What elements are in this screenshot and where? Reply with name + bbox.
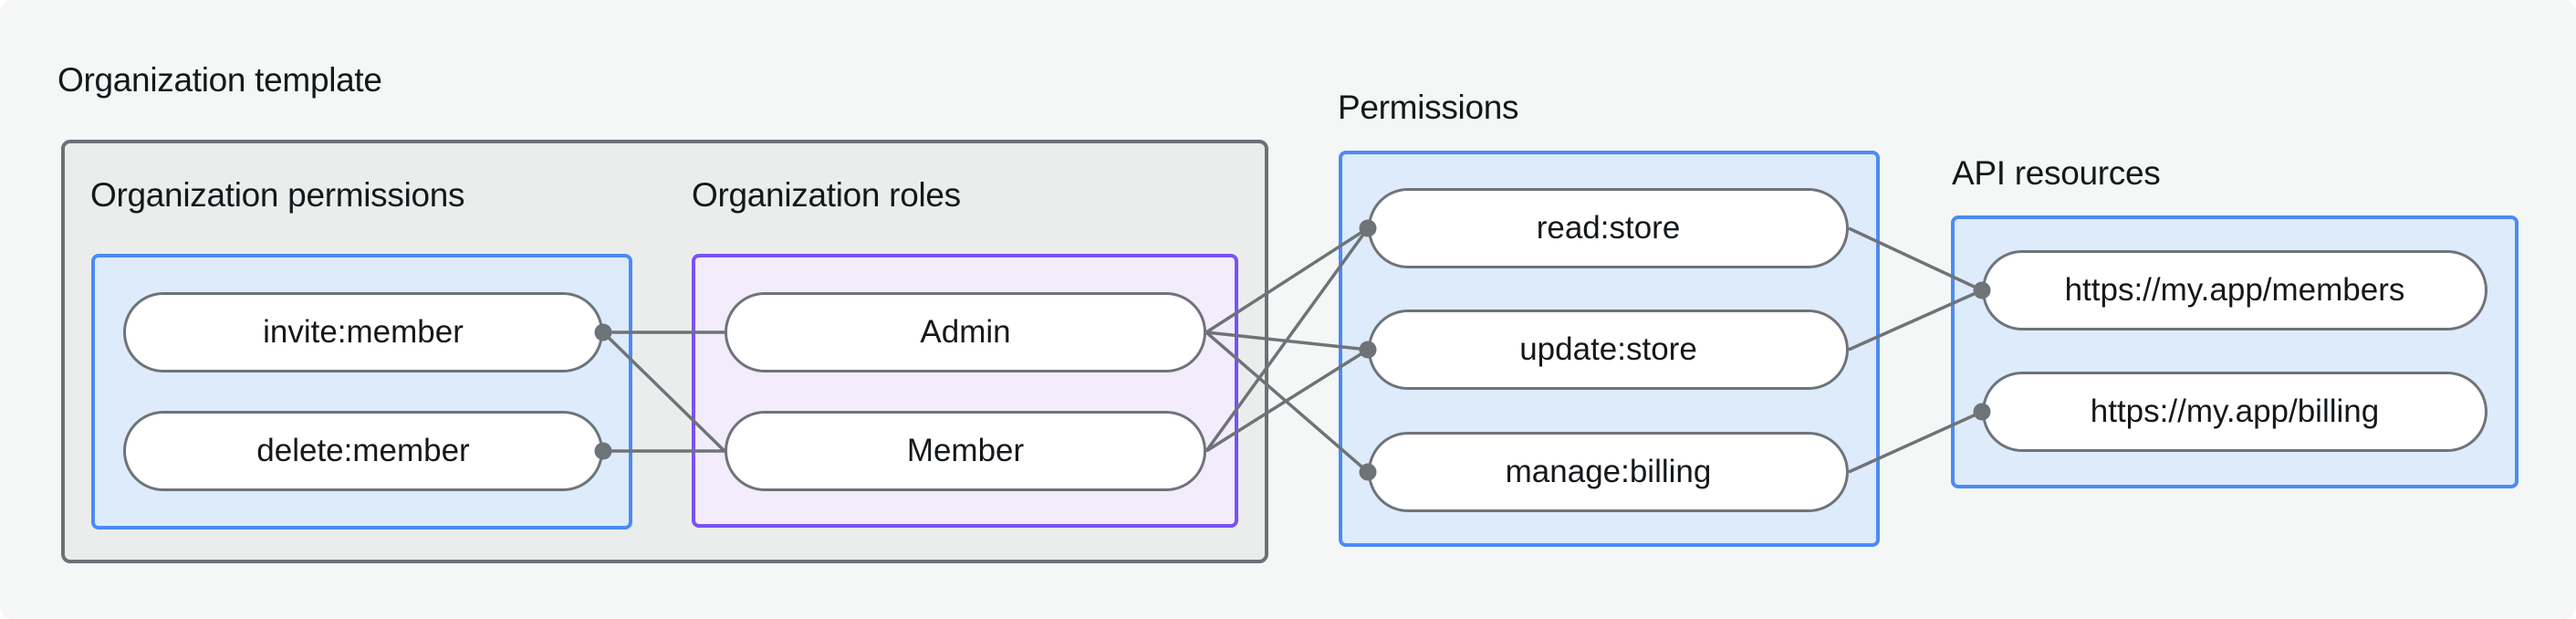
pill-read-store: read:store [1368,188,1849,268]
pill-member-role: Member [725,411,1206,491]
permissions-label: Permissions [1338,89,1519,126]
pill-admin-role: Admin [725,292,1206,372]
org-permissions-label: Organization permissions [90,176,465,214]
pill-members-api-url: https://my.app/members [1982,250,2487,330]
pill-invite-member: invite:member [123,292,603,372]
pill-update-store: update:store [1368,310,1849,390]
pill-delete-member: delete:member [123,411,603,491]
pill-billing-api-url: https://my.app/billing [1982,372,2487,452]
pill-manage-billing: manage:billing [1368,432,1849,512]
org-roles-label: Organization roles [692,176,961,214]
org-template-title: Organization template [57,61,382,99]
api-resources-label: API resources [1952,154,2161,192]
